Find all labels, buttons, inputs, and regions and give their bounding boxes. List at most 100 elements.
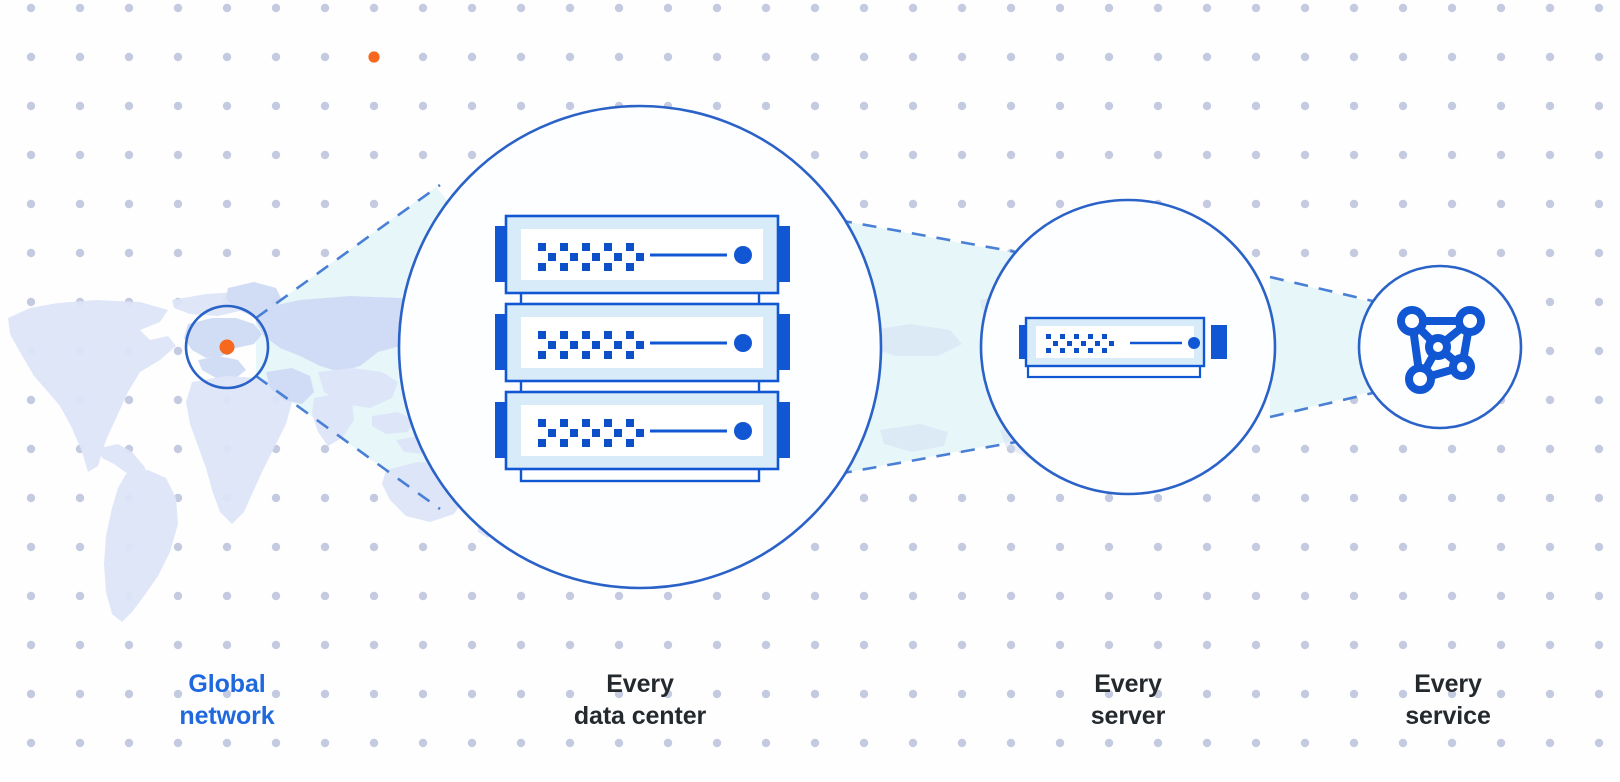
grid-dot (369, 542, 379, 552)
stage-global-network[interactable] (184, 304, 270, 390)
grid-dot (1349, 3, 1359, 13)
grid-dot (1447, 542, 1457, 552)
grid-dot (1055, 101, 1065, 111)
grid-dot (1202, 640, 1212, 650)
grid-dot (712, 101, 722, 111)
grid-dot (565, 591, 575, 601)
grid-dot (1251, 444, 1261, 454)
status-dot (734, 422, 752, 440)
grid-dot (1251, 248, 1261, 258)
grid-dot (908, 150, 918, 160)
grid-dot (1300, 199, 1310, 209)
grid-dot (320, 199, 330, 209)
grid-dot (1251, 689, 1261, 699)
grid-dot (173, 101, 183, 111)
grid-dot (859, 101, 869, 111)
grid-dot (75, 738, 85, 748)
grid-dot (1055, 52, 1065, 62)
grid-dot (1398, 738, 1408, 748)
grid-dot (1349, 150, 1359, 160)
grid-dot (1251, 591, 1261, 601)
grid-dot (1349, 199, 1359, 209)
grid-dot (1153, 738, 1163, 748)
label-server: Every server (1090, 670, 1166, 730)
grid-dot (1545, 150, 1555, 160)
grid-dot (1496, 493, 1506, 503)
grid-dot (1349, 738, 1359, 748)
grid-dot (418, 591, 428, 601)
grid-dot (26, 591, 36, 601)
grid-dot (173, 52, 183, 62)
grid-dot (1251, 640, 1261, 650)
grid-dot (1300, 542, 1310, 552)
grid-dot (1055, 689, 1065, 699)
grid-dot (320, 52, 330, 62)
grid-dot (1006, 640, 1016, 650)
grid-dot (1153, 493, 1163, 503)
grid-dot (1447, 199, 1457, 209)
stage-server[interactable] (979, 198, 1277, 496)
label-global-network: Global network (179, 670, 275, 730)
grid-dot (173, 248, 183, 258)
grid-dot (1153, 101, 1163, 111)
grid-dot (810, 738, 820, 748)
grid-dot (1006, 444, 1016, 454)
grid-dot (75, 591, 85, 601)
grid-dot (467, 591, 477, 601)
grid-dot (1496, 3, 1506, 13)
grid-dot (26, 689, 36, 699)
grid-dot (1153, 542, 1163, 552)
grid-dot (1398, 689, 1408, 699)
grid-dot (173, 640, 183, 650)
grid-dot (124, 52, 134, 62)
grid-dot (1300, 101, 1310, 111)
grid-dot (467, 738, 477, 748)
grid-dot (75, 640, 85, 650)
stage-data-center[interactable] (397, 104, 883, 590)
grid-dot (1398, 3, 1408, 13)
grid-dot (1496, 738, 1506, 748)
grid-dot (1496, 248, 1506, 258)
grid-dot (1545, 101, 1555, 111)
grid-dot (1300, 738, 1310, 748)
grid-dot (1545, 493, 1555, 503)
grid-dot (1300, 248, 1310, 258)
grid-dot (222, 738, 232, 748)
grid-dot (1104, 591, 1114, 601)
grid-dot (467, 640, 477, 650)
grid-dot (614, 640, 624, 650)
grid-dot (418, 52, 428, 62)
grid-dot (1300, 444, 1310, 454)
grid-dot (124, 689, 134, 699)
grid-dot (1006, 150, 1016, 160)
grid-dot (1300, 689, 1310, 699)
grid-dot (75, 150, 85, 160)
grid-dot (124, 395, 134, 405)
grid-dot (1594, 591, 1604, 601)
grid-dot (173, 444, 183, 454)
stage-service[interactable] (1357, 264, 1523, 430)
grid-dot (1349, 52, 1359, 62)
grid-dot (1594, 199, 1604, 209)
status-dot (1188, 337, 1200, 349)
grid-dot (1104, 738, 1114, 748)
grid-dot (173, 395, 183, 405)
grid-dot (1594, 542, 1604, 552)
grid-dot (1398, 150, 1408, 160)
grid-dot (1594, 395, 1604, 405)
grid-dot (124, 101, 134, 111)
grid-dot (1006, 689, 1016, 699)
grid-dot (614, 689, 624, 699)
grid-dot (1055, 199, 1065, 209)
grid-dot (810, 150, 820, 160)
grid-dot (1447, 101, 1457, 111)
grid-dot (418, 689, 428, 699)
grid-dot (957, 738, 967, 748)
grid-dot (1006, 493, 1016, 503)
grid-dot (663, 3, 673, 13)
grid-dot (1545, 199, 1555, 209)
grid-dot (222, 101, 232, 111)
grid-dot (1545, 346, 1555, 356)
grid-dot (1153, 150, 1163, 160)
grid-dot (320, 3, 330, 13)
